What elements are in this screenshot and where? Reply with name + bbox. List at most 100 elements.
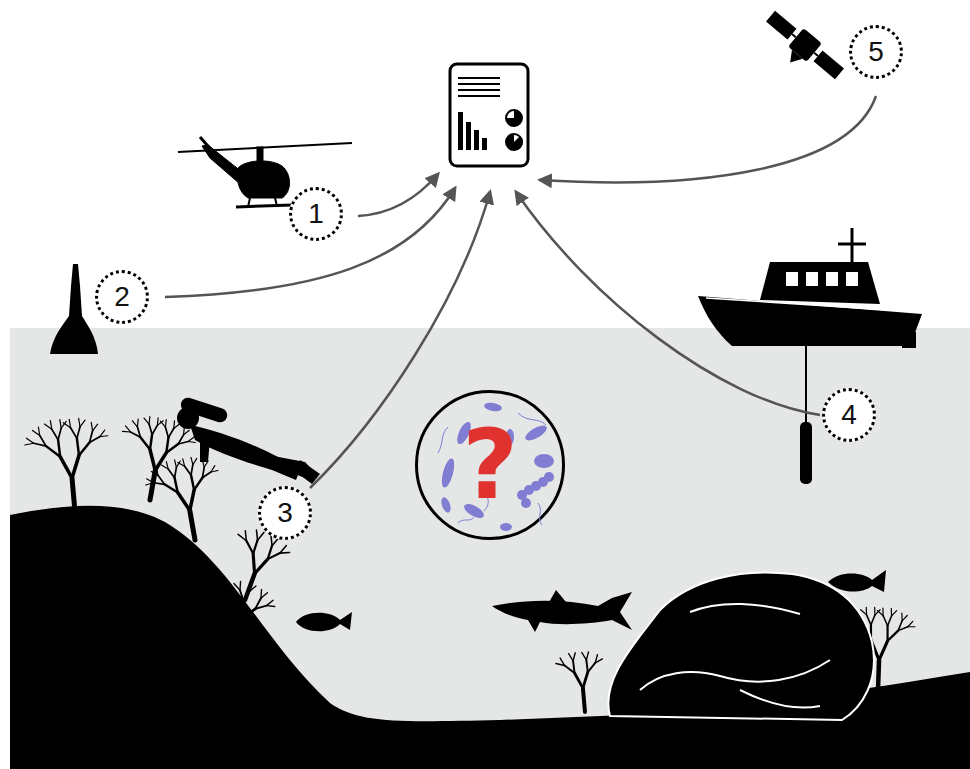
coral-branch (242, 609, 255, 619)
coral-branch (150, 470, 155, 500)
illustration-part (826, 272, 838, 286)
microbe (534, 454, 554, 468)
coral-branch (69, 419, 70, 428)
coral-branch (71, 428, 77, 439)
coral-branch (165, 427, 168, 437)
microbe-chain (544, 472, 554, 482)
illustration-part (358, 174, 438, 216)
illustration-part (165, 188, 455, 297)
coral-branch (190, 490, 194, 511)
coral-branch (191, 465, 193, 475)
microbe (483, 401, 502, 412)
callout-number: 1 (308, 200, 324, 228)
coral-branch (188, 442, 195, 443)
fish (296, 570, 886, 631)
illustration-part (458, 89, 500, 91)
coral-branch (240, 590, 244, 602)
callout-circle: 4 (822, 388, 876, 442)
coral-branch (60, 420, 61, 429)
illustration-part (248, 198, 250, 207)
illustration-part (237, 161, 289, 198)
illustration-part (698, 296, 922, 346)
coral-branch (166, 462, 168, 469)
coral-branch (908, 621, 913, 626)
coral-branch (202, 472, 211, 478)
coral-branch (150, 449, 155, 470)
coral-branch (26, 438, 33, 443)
coral-branch (871, 615, 875, 625)
coral-branch (583, 672, 588, 688)
coral-branch (882, 608, 883, 616)
coral-branch (245, 531, 246, 541)
coral-branch (137, 419, 139, 427)
coral-branch (268, 553, 280, 559)
illustration-part (296, 612, 352, 631)
flagellum (438, 427, 448, 453)
coral-branch (230, 619, 242, 640)
illustration-part (608, 573, 874, 721)
coral-branch (211, 470, 218, 471)
illustration-part (506, 110, 522, 126)
coral-branch (244, 591, 250, 602)
illustration-part (690, 604, 800, 614)
coral-branch (583, 688, 585, 712)
illustration-part (828, 570, 886, 592)
coral-branch (80, 420, 85, 427)
coral-branch (79, 442, 89, 455)
coral-branch (158, 475, 164, 484)
callout-circle: 1 (289, 187, 343, 241)
coral-branch (178, 493, 190, 511)
seabed (10, 506, 970, 769)
coral-branch (595, 659, 602, 663)
coral-branch (185, 466, 191, 475)
coral-branch (183, 459, 185, 466)
illustration-part (792, 34, 796, 37)
coral-branch (25, 443, 34, 445)
illustration-part (760, 262, 880, 304)
illustration-part (506, 134, 522, 150)
coral-branch (861, 610, 867, 615)
illustration-part (706, 298, 920, 312)
research-vessel (698, 228, 922, 484)
coral-branch (146, 483, 154, 485)
callout-number: 3 (277, 499, 293, 527)
illustration-part (548, 590, 566, 604)
illustration-part (466, 122, 471, 150)
coral-branch (58, 428, 61, 440)
illustration-part (179, 396, 229, 424)
coral-branch (140, 437, 150, 449)
coral-branch (280, 552, 290, 554)
coral-branch (866, 607, 867, 615)
illustration-part (806, 272, 818, 286)
coral-branch (575, 673, 583, 688)
microbe-circle: ? (415, 390, 565, 540)
coral-branch (892, 611, 897, 616)
shark (492, 590, 632, 632)
coral-branch (72, 478, 75, 512)
coral-branch (149, 424, 152, 434)
coral-branch (72, 455, 79, 478)
illustration-part (458, 112, 463, 150)
coral-branch (883, 616, 887, 626)
coral-branch (77, 427, 80, 439)
callout-circle: 3 (258, 486, 312, 540)
illustration-part (786, 272, 798, 286)
coral-branch (879, 641, 888, 660)
coral-branch (877, 611, 883, 616)
coral-branch (40, 436, 46, 447)
coral-branch (77, 438, 79, 455)
illustration-part (275, 198, 277, 206)
coral-branch (867, 615, 871, 625)
illustration-part (450, 64, 528, 166)
coral-branch (878, 660, 879, 690)
coral-branch (168, 469, 174, 478)
coral-branch (246, 541, 253, 554)
coral-branch (184, 430, 190, 435)
illustration-part (482, 138, 487, 150)
coral-branch (91, 422, 92, 431)
coral-branch (60, 457, 72, 478)
coral-branch (586, 660, 587, 672)
coral-branch (52, 429, 58, 440)
